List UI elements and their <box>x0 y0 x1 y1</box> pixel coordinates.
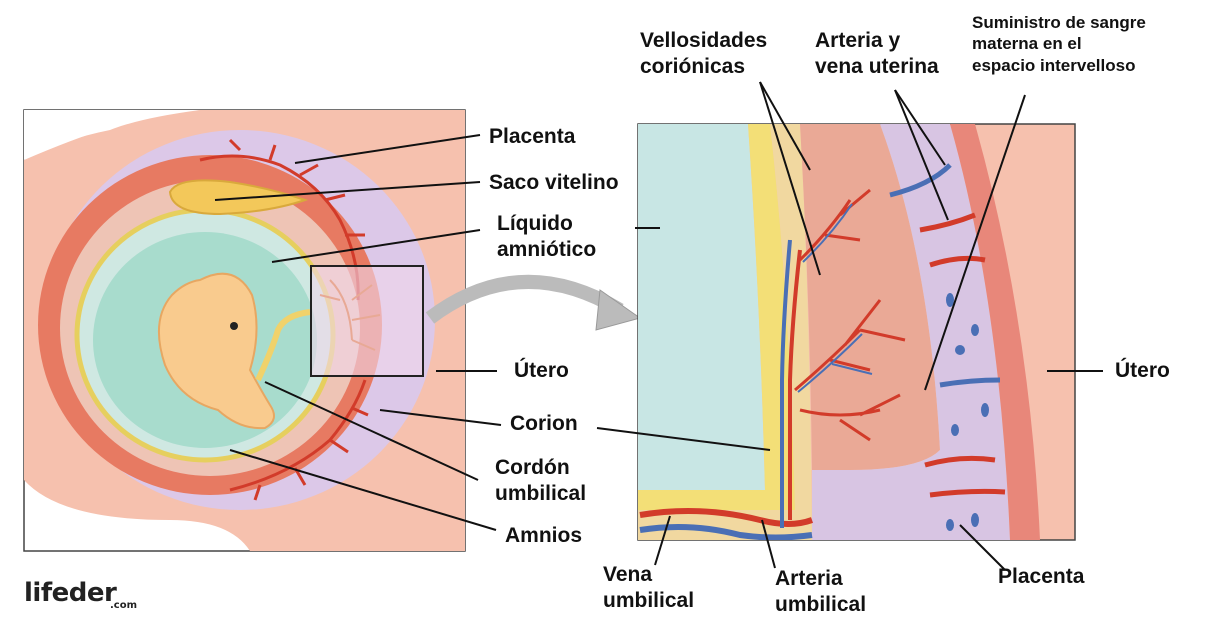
label-suministro-line1: Suministro de sangre <box>972 13 1146 32</box>
label-utero-left: Útero <box>514 359 569 382</box>
label-suministro: Suministro de sangre materna en el espac… <box>972 12 1146 76</box>
label-cordon-line2: umbilical <box>495 482 587 506</box>
yolk-sac <box>168 179 309 216</box>
zoom-arrow-head <box>595 289 642 331</box>
label-arteria-line1: Arteria <box>775 567 843 590</box>
chorionic-villi <box>794 188 906 442</box>
label-vena-line1: Vena <box>603 563 653 586</box>
label-arteria-line2: umbilical <box>775 593 867 617</box>
zoom-arrow <box>425 274 624 324</box>
label-saco-vitelino: Saco vitelino <box>489 171 619 194</box>
label-placenta-left: Placenta <box>489 125 576 148</box>
label-liquido-line2: amniótico <box>497 238 597 262</box>
lifeder-logo[interactable]: lifeder .com <box>24 578 137 611</box>
label-suministro-line3: espacio intervelloso <box>972 55 1136 75</box>
label-liquido-line1: Líquido <box>497 212 573 235</box>
right-panel <box>637 123 1076 541</box>
label-cordon-line1: Cordón <box>495 456 570 479</box>
label-liquido-amniotico: Líquido amniótico <box>497 211 596 264</box>
left-panel <box>23 109 466 552</box>
intervillous-space <box>800 124 940 470</box>
label-arteria-y: Arteria y <box>815 29 901 52</box>
leader-lines <box>214 81 1103 571</box>
label-suministro-line2: materna en el <box>972 34 1082 54</box>
umbilical-cord <box>255 309 311 382</box>
decidua <box>812 124 1010 540</box>
label-amnios: Amnios <box>505 524 583 547</box>
label-utero-right: Útero <box>1115 359 1170 382</box>
label-vena-line2: umbilical <box>603 589 695 613</box>
label-vellosidades-line1: Vellosidades <box>640 29 768 52</box>
label-vellosidades-line2: coriónicas <box>640 55 746 79</box>
villi-veins <box>797 203 873 393</box>
maternal-blood-cells <box>946 293 989 531</box>
zoom-box <box>310 265 424 377</box>
label-cordon-umbilical: Cordón umbilical <box>495 455 586 508</box>
embryo-eye <box>230 322 238 330</box>
amniotic-cavity <box>638 124 765 490</box>
label-placenta-right: Placenta <box>998 565 1085 588</box>
placenta-vessels <box>199 138 369 501</box>
logo-text: lifeder <box>24 578 117 608</box>
label-vellosidades: Vellosidades coriónicas <box>640 28 767 81</box>
uterine-vessels <box>889 163 1006 498</box>
logo-suffix: .com <box>110 600 138 611</box>
label-corion: Corion <box>510 412 578 435</box>
embryo <box>157 272 275 430</box>
label-vena-umbilical: Vena umbilical <box>603 562 694 615</box>
label-arteria-vena-uterina: Arteria y vena uterina <box>815 28 939 81</box>
label-arteria-umbilical: Arteria umbilical <box>775 566 866 619</box>
label-vena-uterina: vena uterina <box>815 55 939 79</box>
